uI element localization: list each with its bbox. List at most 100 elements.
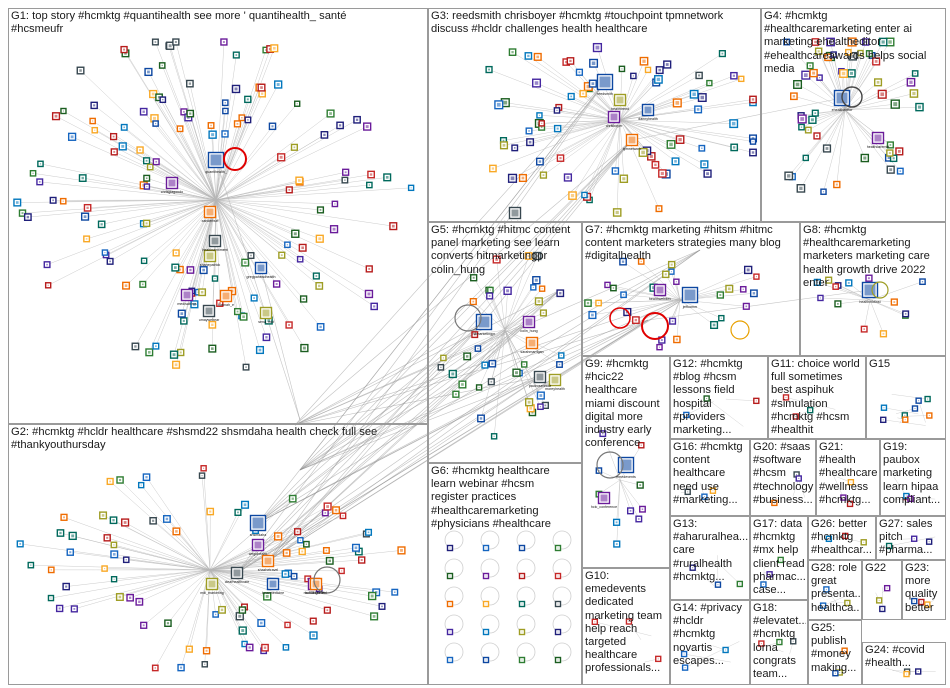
node-fill: [269, 580, 277, 588]
node-fill: [224, 132, 226, 135]
node-fill: [241, 117, 243, 119]
node-fill: [442, 357, 444, 359]
node-edge: [146, 177, 217, 201]
cross-group-edge: [631, 97, 843, 141]
node-edge: [679, 299, 715, 326]
node-fill: [538, 114, 540, 116]
nodes-layer: [13, 37, 933, 678]
node-edge: [686, 401, 714, 416]
node-edge: [114, 151, 217, 201]
group-box-g11: [768, 356, 866, 439]
cross-group-edge: [236, 294, 691, 574]
node-fill: [92, 120, 94, 122]
node-edge: [139, 569, 211, 603]
node-fill: [214, 278, 216, 280]
node-fill: [493, 435, 495, 437]
group-box-g8: [800, 222, 946, 356]
node-fill: [165, 517, 169, 521]
node-edge: [619, 479, 640, 520]
node-edge: [215, 187, 412, 201]
node-edge: [215, 103, 298, 201]
node-fill: [478, 386, 480, 388]
node-edge: [484, 329, 506, 366]
node-edge: [619, 53, 723, 121]
node-fill: [586, 84, 591, 89]
node-fill: [692, 567, 694, 569]
node-fill: [529, 406, 533, 410]
node-fill: [656, 286, 664, 294]
node-fill: [528, 130, 530, 132]
node-fill: [324, 512, 327, 514]
node-fill: [168, 179, 176, 187]
node-fill: [846, 602, 848, 604]
node-fill: [511, 51, 514, 54]
node-fill: [211, 323, 214, 326]
node-fill: [510, 176, 515, 181]
node-fill: [727, 287, 731, 291]
group-box-g24: [862, 642, 946, 685]
node-fill: [449, 659, 451, 661]
node-edge: [504, 329, 530, 403]
node-edge: [619, 109, 699, 121]
hub-node-label: sarahmarrigan: [520, 350, 543, 354]
node-fill: [615, 210, 619, 215]
node-edge: [844, 41, 884, 111]
node-edge: [503, 119, 621, 146]
node-fill: [50, 569, 52, 571]
node-edge: [209, 543, 307, 571]
node-edge: [215, 87, 262, 201]
node-edge: [785, 397, 836, 410]
cross-group-edge: [236, 249, 701, 574]
self-loop-icon: [444, 614, 464, 634]
node-fill: [491, 362, 494, 365]
node-fill: [155, 345, 157, 347]
node-fill: [904, 414, 906, 416]
node-edge: [104, 568, 211, 571]
node-fill: [52, 199, 54, 202]
node-fill: [62, 110, 64, 112]
node-edge: [619, 69, 660, 121]
node-edge: [215, 199, 321, 211]
node-edge: [536, 82, 621, 121]
node-fill: [354, 546, 358, 550]
node-edge: [816, 109, 846, 137]
node-fill: [123, 126, 126, 129]
node-fill: [557, 575, 559, 577]
node-edge: [837, 299, 871, 305]
self-loop-icon: [454, 304, 482, 332]
cross-group-edge: [236, 376, 541, 574]
node-fill: [632, 75, 634, 77]
node-edge: [619, 119, 754, 142]
node-fill: [291, 497, 294, 500]
node-fill: [656, 77, 661, 82]
node-edge: [503, 119, 621, 141]
cross-group-edge: [236, 289, 561, 574]
node-edge: [602, 433, 621, 481]
node-fill: [886, 587, 888, 589]
node-edge: [619, 479, 643, 510]
node-edge: [124, 127, 217, 201]
group-box-g6: [428, 463, 582, 685]
node-fill: [344, 179, 346, 181]
node-fill: [285, 551, 288, 555]
node-fill: [124, 52, 127, 55]
node-edge: [124, 522, 211, 571]
node-edge: [844, 109, 891, 170]
node-edge: [66, 569, 211, 587]
node-fill: [675, 281, 677, 283]
node-edge: [817, 282, 871, 301]
cross-group-edge: [267, 376, 541, 562]
hub-node-label: shazhetravel: [258, 568, 279, 572]
node-fill: [381, 605, 383, 608]
node-fill: [312, 634, 315, 637]
node-fill: [531, 411, 534, 414]
self-loop-icon: [841, 86, 863, 108]
node-fill: [489, 289, 492, 291]
node-fill: [825, 147, 829, 150]
self-loop-icon: [871, 281, 889, 299]
self-loop-icon: [641, 312, 669, 340]
node-fill: [755, 400, 757, 402]
node-edge: [215, 199, 394, 227]
node-edge: [622, 261, 681, 301]
node-fill: [602, 432, 604, 435]
